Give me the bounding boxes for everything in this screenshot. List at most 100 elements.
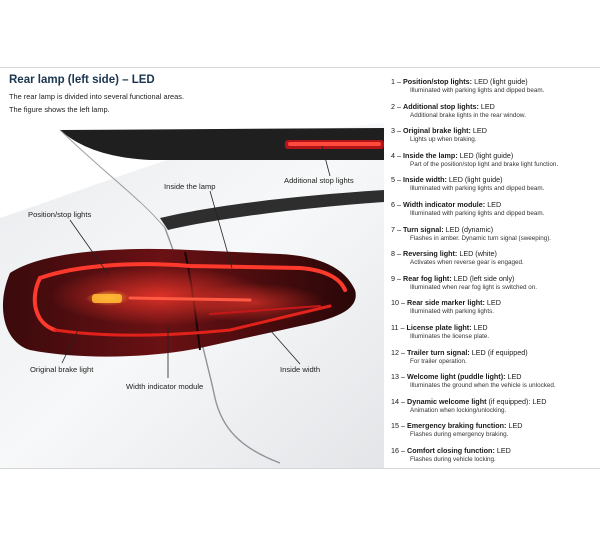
width-indicator-bar [209,305,321,315]
item-type: LED [507,372,522,382]
legend-item: 16 – Comfort closing function: LED Flash… [391,446,596,471]
rear-lamp-figure [0,68,384,468]
trunk-trim-strip [160,190,384,230]
callout-width-indicator-module: Width indicator module [126,382,204,391]
item-number: 11 – [391,322,405,332]
leader-inside-width [269,329,301,365]
item-type: LED (white) [459,249,497,259]
callout-inside-the-lamp: Inside the lamp [164,182,216,191]
item-description: Animation when locking/unlocking. [410,406,507,414]
leader-position-stop [69,219,109,275]
intro-line-1: The rear lamp is divided into several fu… [9,92,185,101]
position-stop-light-guide [38,262,347,292]
item-description: Lights up when braking. [410,136,477,144]
item-name: Welcome light (puddle light): [407,372,506,382]
item-description: Flashes during emergency braking. [410,431,509,439]
item-name: Comfort closing function: [407,445,495,455]
item-number: 15 – [391,421,405,431]
item-description: Additional brake lights in the rear wind… [410,111,526,119]
item-type: LED (if equipped) [471,347,528,357]
legend-item: 1 – Position/stop lights: LED (light gui… [391,77,596,102]
top-rule [0,67,600,68]
item-number: 6 – [391,199,401,209]
item-description: Illuminated with parking lights and dipp… [410,87,545,94]
item-type: LED [473,322,488,332]
intro-line-2: The figure shows the left lamp. [9,105,110,114]
item-name: Original brake light: [403,126,471,136]
position-stop-light-guide-lower [32,276,57,332]
leader-inside-lamp [209,190,233,269]
item-name: Trailer turn signal: [407,347,470,357]
item-name: Additional stop lights: [403,101,479,111]
item-description: Flashes during vehicle locking. [410,455,496,463]
item-name: Emergency braking function: [407,421,507,431]
item-number: 8 – [391,249,401,259]
item-name: License plate light: [406,322,472,332]
legend-item: 3 – Original brake light: LED Lights up … [391,126,596,151]
item-number: 12 – [391,347,405,357]
item-description: Flashes in amber. Dynamic turn signal (s… [410,234,552,242]
legend-item: 7 – Turn signal: LED (dynamic) Flashes i… [391,225,596,250]
item-type: LED [508,421,523,431]
item-description: For trailer operation. [410,357,467,365]
item-description: Activates when reverse gear is engaged. [410,259,524,267]
turn-signal-core [92,294,122,303]
callout-inside-width: Inside width [280,365,321,374]
item-name: Rear fog light: [403,273,452,283]
item-name: Position/stop lights: [403,77,473,86]
legend-item: 6 – Width indicator module: LED Illumina… [391,200,596,225]
item-number: 16 – [391,445,405,455]
leader-additional-stop [321,145,331,177]
item-type: LED (light guide) [474,77,528,86]
item-number: 1 – [391,77,401,86]
page-title: Rear lamp (left side) – LED [9,74,155,86]
bottom-rule [0,468,600,469]
rear-lamp-illustration [0,68,384,468]
item-description: Illuminated with parking lights. [410,308,494,316]
item-type: (if equipped): LED [488,396,547,406]
legend-item: 15 – Emergency braking function: LED Fla… [391,421,596,446]
item-name: Reversing light: [403,249,458,259]
item-number: 10 – [391,298,405,308]
item-number: 9 – [391,273,401,283]
item-number: 13 – [391,372,405,382]
item-type: LED [486,298,501,308]
item-description: Illuminates the ground when the vehicle … [410,382,556,390]
item-name: Rear side marker light: [407,298,485,308]
rear-window-band [60,128,384,160]
item-type: LED (dynamic) [445,224,494,234]
item-number: 4 – [391,150,401,160]
item-number: 14 – [391,396,405,406]
item-type: LED [480,101,495,111]
callout-position-stop-lights: Position/stop lights [28,210,92,219]
item-name: Turn signal: [403,224,444,234]
leader-original-brake [61,329,79,364]
original-brake-light-bar [128,296,252,302]
item-name: Width indicator module: [403,199,486,209]
legend-item: 5 – Inside width: LED (light guide) Illu… [391,175,596,200]
callout-original-brake-light: Original brake light [30,365,94,374]
item-name: Dynamic welcome light [407,396,487,406]
legend-item: 12 – Trailer turn signal: LED (if equipp… [391,348,596,373]
item-type: LED [496,445,511,455]
body-crease-line [59,129,166,229]
legend-item: 2 – Additional stop lights: LED Addition… [391,102,596,127]
item-number: 7 – [391,224,401,234]
legend-item: 10 – Rear side marker light: LED Illumin… [391,298,596,323]
additional-stop-light-glow [288,142,381,146]
item-number: 2 – [391,101,401,111]
callout-additional-stop-lights: Additional stop lights [284,176,354,185]
legend-item: 4 – Inside the lamp: LED (light guide) P… [391,151,596,176]
item-type: LED [487,199,502,209]
inside-lamp-glow [185,283,325,323]
legend-item: 9 – Rear fog light: LED (left side only)… [391,274,596,299]
item-number: 5 – [391,175,401,185]
item-type: LED (light guide) [448,175,503,185]
legend-item: 13 – Welcome light (puddle light): LED I… [391,372,596,397]
item-description: Part of the position/stop light and brak… [410,160,559,168]
item-description: Illuminates the license plate. [410,332,490,340]
item-description: Illuminated when rear fog light is switc… [410,283,538,291]
item-type: LED (left side only) [453,273,515,283]
legend-item: 11 – License plate light: LED Illuminate… [391,323,596,348]
